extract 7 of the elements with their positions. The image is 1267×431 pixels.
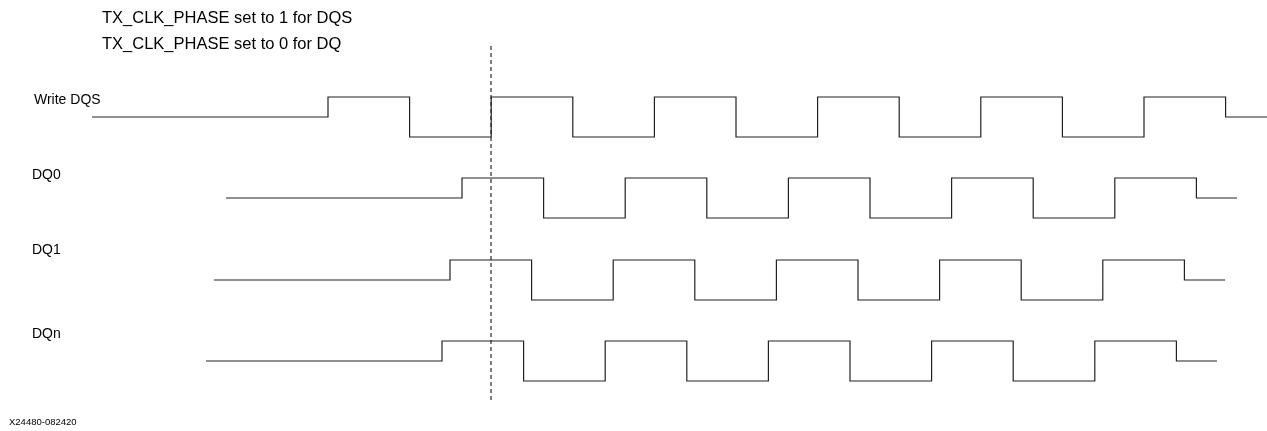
note-text: TX_CLK_PHASE set to 1 for DQS: [102, 9, 353, 26]
signal-name: Write DQS: [34, 92, 101, 106]
signal-name: DQ0: [32, 167, 61, 181]
signal-name: DQ1: [32, 242, 61, 256]
figure-number: X24480-082420: [9, 417, 77, 427]
signal-name: DQn: [32, 326, 61, 340]
note-text: TX_CLK_PHASE set to 0 for DQ: [102, 35, 342, 52]
